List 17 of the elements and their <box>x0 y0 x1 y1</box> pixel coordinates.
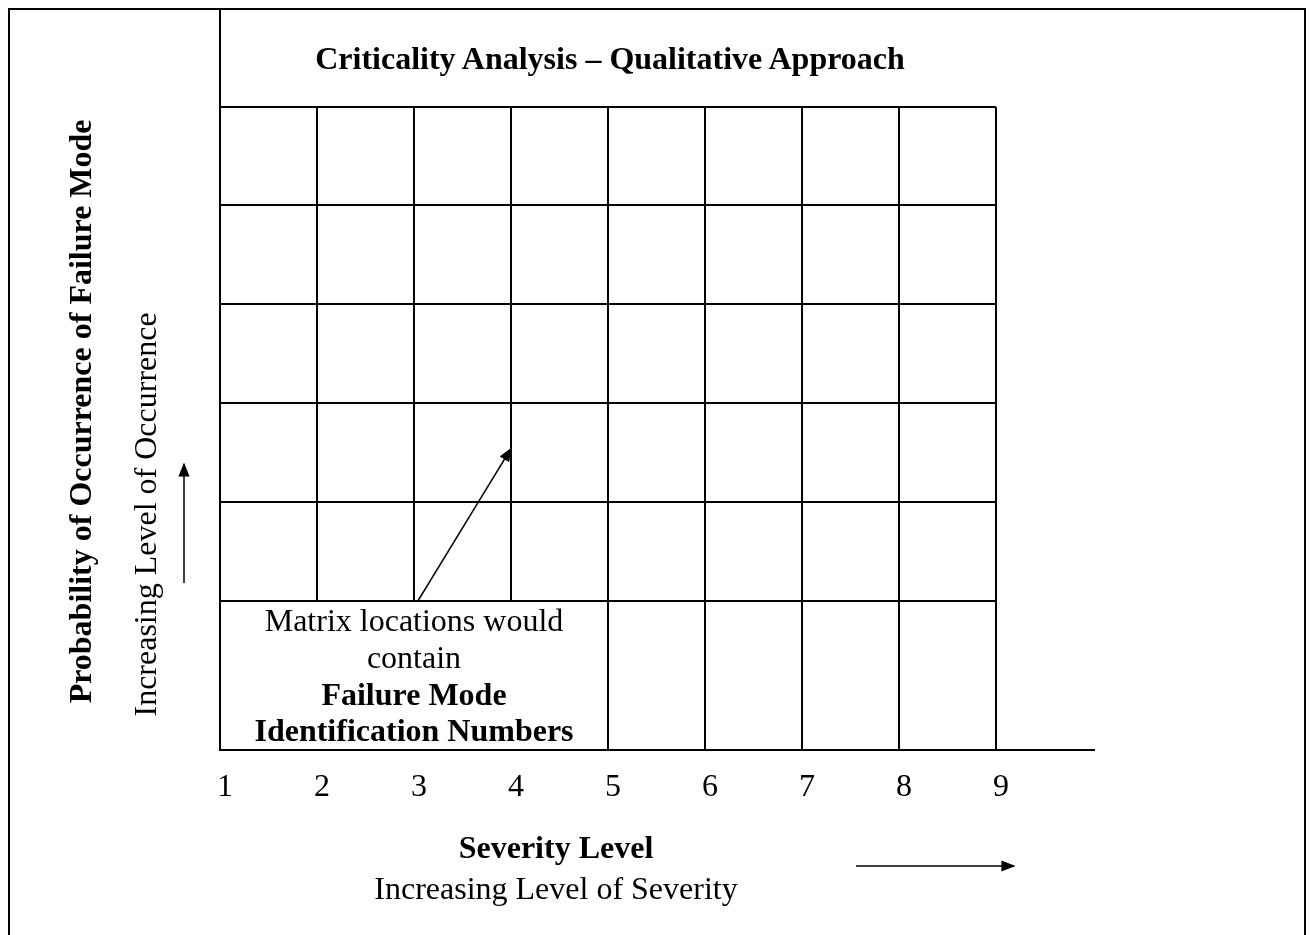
tick-label: 1 <box>216 767 234 804</box>
matrix-cell <box>219 600 609 751</box>
leader-arrow <box>417 447 512 602</box>
axis-subtitle: Increasing Level of Occurrence <box>126 311 164 719</box>
tick-label: 6 <box>701 767 719 804</box>
axis-title: Severity Level <box>457 829 655 866</box>
tick-label: 3 <box>410 767 428 804</box>
tick-label: 9 <box>992 767 1010 804</box>
axis-title: Probability of Occurrence of Failure Mode <box>61 118 99 706</box>
tick-label: 8 <box>895 767 913 804</box>
tick-label: 4 <box>507 767 525 804</box>
matrix-cell <box>510 402 609 503</box>
diagram-title: Criticality Analysis – Qualitative Approach <box>314 40 906 77</box>
tick-label: 5 <box>604 767 622 804</box>
tick-label: 2 <box>313 767 331 804</box>
tick-label: 7 <box>798 767 816 804</box>
axis-subtitle: Increasing Level of Severity <box>373 870 739 907</box>
